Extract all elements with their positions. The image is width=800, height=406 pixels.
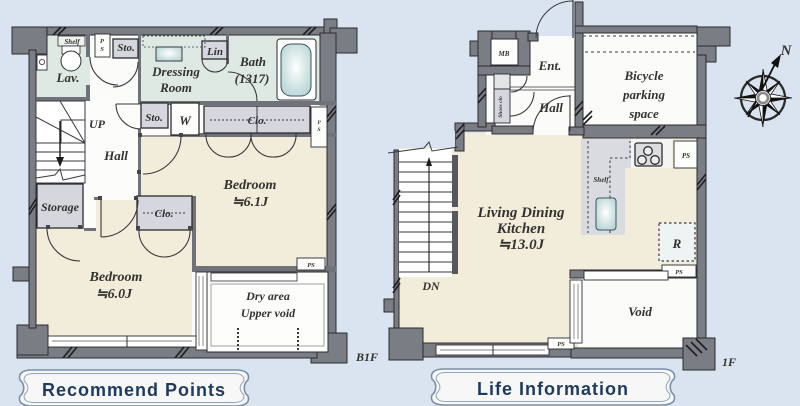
svg-text:Ent.: Ent. [538, 58, 562, 73]
svg-text:Bedroom: Bedroom [223, 178, 277, 193]
svg-text:Recommend Points: Recommend Points [42, 380, 226, 400]
svg-text:Bath: Bath [239, 54, 266, 69]
svg-text:Sto.: Sto. [117, 42, 134, 54]
svg-text:Void: Void [628, 304, 652, 319]
svg-text:Bedroom: Bedroom [89, 270, 143, 285]
svg-text:Storage: Storage [41, 200, 80, 214]
svg-text:Dry area: Dry area [245, 289, 290, 303]
svg-text:Shelf: Shelf [64, 38, 80, 46]
svg-text:N: N [780, 43, 793, 59]
svg-text:Kitchen: Kitchen [496, 221, 545, 237]
svg-text:Living Dining: Living Dining [476, 205, 565, 221]
svg-text:PS: PS [682, 152, 690, 160]
svg-text:space: space [628, 106, 659, 121]
svg-text:Lav.: Lav. [56, 70, 80, 85]
svg-text:Hall: Hall [103, 148, 128, 163]
svg-text:P: P [100, 38, 105, 45]
svg-text:Life Information: Life Information [477, 379, 629, 399]
svg-text:S: S [100, 46, 104, 53]
svg-text:Upper void: Upper void [241, 306, 296, 320]
svg-text:Sto.: Sto. [145, 112, 162, 124]
svg-text:Shelf: Shelf [593, 176, 609, 184]
svg-text:Clo.: Clo. [248, 115, 267, 127]
svg-text:Hall: Hall [538, 100, 563, 115]
svg-text:(1317): (1317) [235, 71, 270, 86]
svg-text:parking: parking [622, 87, 665, 102]
svg-text:Room: Room [159, 80, 192, 95]
svg-text:1F: 1F [722, 355, 736, 369]
svg-text:Clo.: Clo. [155, 208, 174, 220]
svg-text:P: P [317, 120, 321, 126]
svg-text:PS: PS [307, 262, 315, 269]
svg-text:S: S [317, 127, 320, 133]
svg-text:PS: PS [675, 269, 683, 276]
svg-text:W: W [179, 113, 192, 128]
svg-text:B1F: B1F [355, 350, 378, 364]
svg-text:DN: DN [421, 279, 441, 293]
svg-text:R: R [672, 236, 682, 251]
svg-text:PS: PS [557, 341, 565, 348]
svg-text:≒6.0J: ≒6.0J [96, 287, 133, 302]
svg-text:Shoes clo: Shoes clo [498, 96, 504, 118]
svg-text:UP: UP [89, 117, 106, 131]
svg-text:≒6.1J: ≒6.1J [232, 195, 269, 210]
svg-text:Lin: Lin [206, 46, 223, 58]
svg-text:Dressing: Dressing [151, 64, 200, 79]
svg-text:Bicycle: Bicycle [624, 68, 664, 83]
svg-text:MB: MB [498, 50, 510, 58]
svg-text:≒13.0J: ≒13.0J [498, 237, 545, 253]
